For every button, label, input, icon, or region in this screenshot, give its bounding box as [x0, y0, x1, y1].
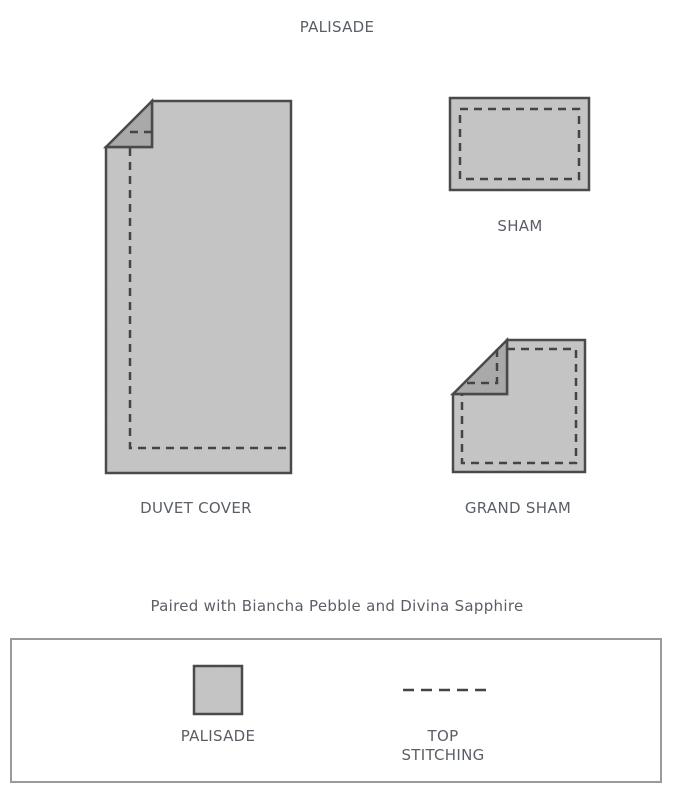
legend — [10, 638, 662, 783]
page-title: PALISADE — [299, 18, 375, 36]
label-duvet-cover: DUVET COVER — [140, 499, 252, 517]
grand-sham-illustration — [449, 336, 587, 474]
top-stitching-line — [458, 107, 581, 181]
legend-stitch-label-2: STITCHING — [401, 746, 485, 764]
legend-stitch-label-1: TOP — [427, 727, 459, 745]
paired-note: Paired with Biancha Pebble and Divina Sa… — [150, 597, 524, 615]
legend-fabric-label: PALISADE — [180, 727, 256, 745]
label-sham: SHAM — [497, 217, 543, 235]
sham-illustration — [448, 96, 591, 192]
top-stitching-line — [460, 347, 578, 465]
top-stitching-line — [128, 148, 291, 450]
fabric-swatch — [192, 664, 244, 716]
duvet-cover-illustration — [102, 97, 293, 475]
label-grand-sham: GRAND SHAM — [464, 499, 572, 517]
